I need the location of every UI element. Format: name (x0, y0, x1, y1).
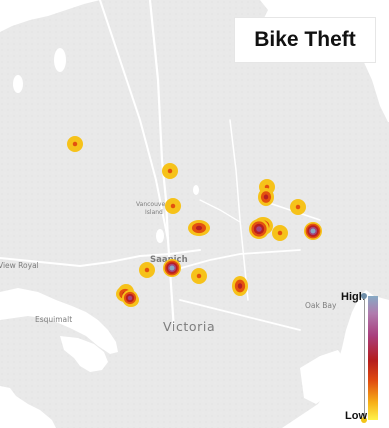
heat-ring (256, 226, 262, 232)
place-label: View Royal (0, 261, 39, 270)
island (366, 147, 374, 153)
water-inlet-west (0, 288, 118, 354)
heat-ring (277, 230, 283, 236)
place-label: Island (145, 209, 163, 216)
heat-spot (163, 259, 181, 277)
heat-spot (122, 290, 138, 306)
place-label: Oak Bay (305, 301, 337, 310)
heat-spot (162, 163, 178, 179)
heat-ring (127, 295, 133, 301)
heat-spot (249, 219, 269, 239)
place-label: Victoria (163, 319, 215, 334)
map-title: Bike Theft (234, 17, 376, 63)
heat-ring (72, 141, 78, 147)
lake (54, 48, 66, 72)
heat-ring (295, 204, 301, 210)
heat-ring (263, 194, 269, 200)
place-label: Vancouver (136, 201, 168, 208)
island (350, 178, 362, 186)
heat-ring (237, 283, 243, 289)
heat-spot (290, 199, 306, 215)
legend-gradient (368, 296, 378, 420)
heat-spot (304, 222, 322, 240)
heat-spot (139, 262, 155, 278)
heat-ring (195, 225, 203, 231)
road-network (0, 0, 320, 330)
heat-ring (196, 273, 202, 279)
heat-ring (170, 203, 176, 209)
heat-spot (191, 268, 207, 284)
heat-spot (232, 276, 248, 296)
place-label: Esquimalt (35, 315, 72, 324)
heat-spot (188, 220, 210, 236)
heat-spot (67, 136, 83, 152)
water-harbour (60, 336, 108, 372)
heat-spot (272, 225, 288, 241)
lake (193, 185, 199, 195)
heat-spot (258, 188, 274, 206)
heat-ring (310, 228, 316, 234)
heat-spot (165, 198, 181, 214)
lake (13, 75, 23, 93)
lake (156, 229, 164, 243)
water-bay-east (300, 350, 346, 404)
heat-ring (144, 267, 150, 273)
legend-low-label: Low (345, 410, 367, 422)
legend-color-ramp (361, 293, 378, 423)
legend-high-marker (361, 293, 367, 299)
heat-ring (169, 265, 175, 271)
heat-layer (67, 136, 322, 307)
heat-ring (167, 168, 173, 174)
legend-low-marker (361, 417, 367, 423)
legend-high-label: High (341, 291, 366, 303)
